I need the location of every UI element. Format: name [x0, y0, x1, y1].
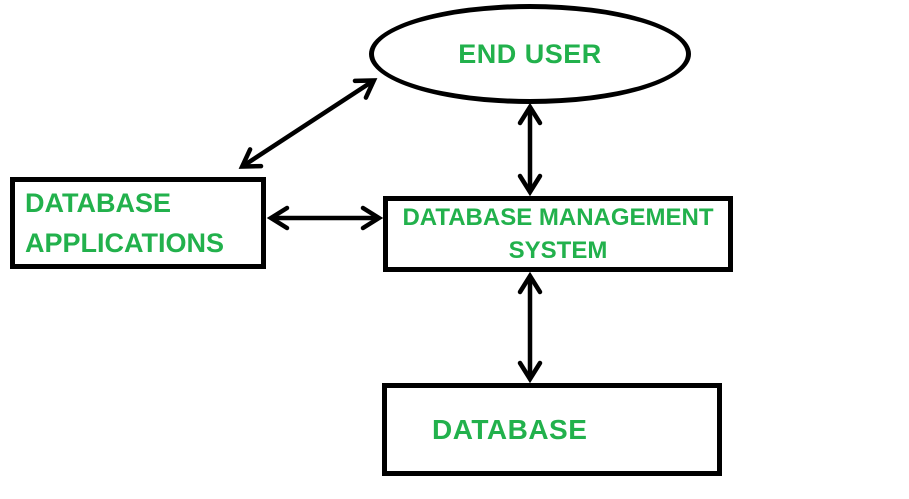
node-database-management-system: DATABASE MANAGEMENT SYSTEM	[383, 196, 733, 272]
node-end-user: END USER	[369, 4, 691, 104]
node-database-applications-label-line1: DATABASE	[25, 188, 171, 218]
node-database-applications: DATABASE APPLICATIONS	[10, 177, 266, 269]
node-database-label: DATABASE	[432, 413, 588, 445]
edge-enduser-applications	[238, 78, 378, 169]
node-end-user-label: END USER	[458, 38, 602, 69]
node-dbms-label-line2: SYSTEM	[508, 237, 608, 264]
node-dbms-label-line1: DATABASE MANAGEMENT	[402, 204, 714, 231]
node-database-applications-label-line2: APPLICATIONS	[25, 228, 225, 258]
node-database: DATABASE	[382, 383, 722, 476]
